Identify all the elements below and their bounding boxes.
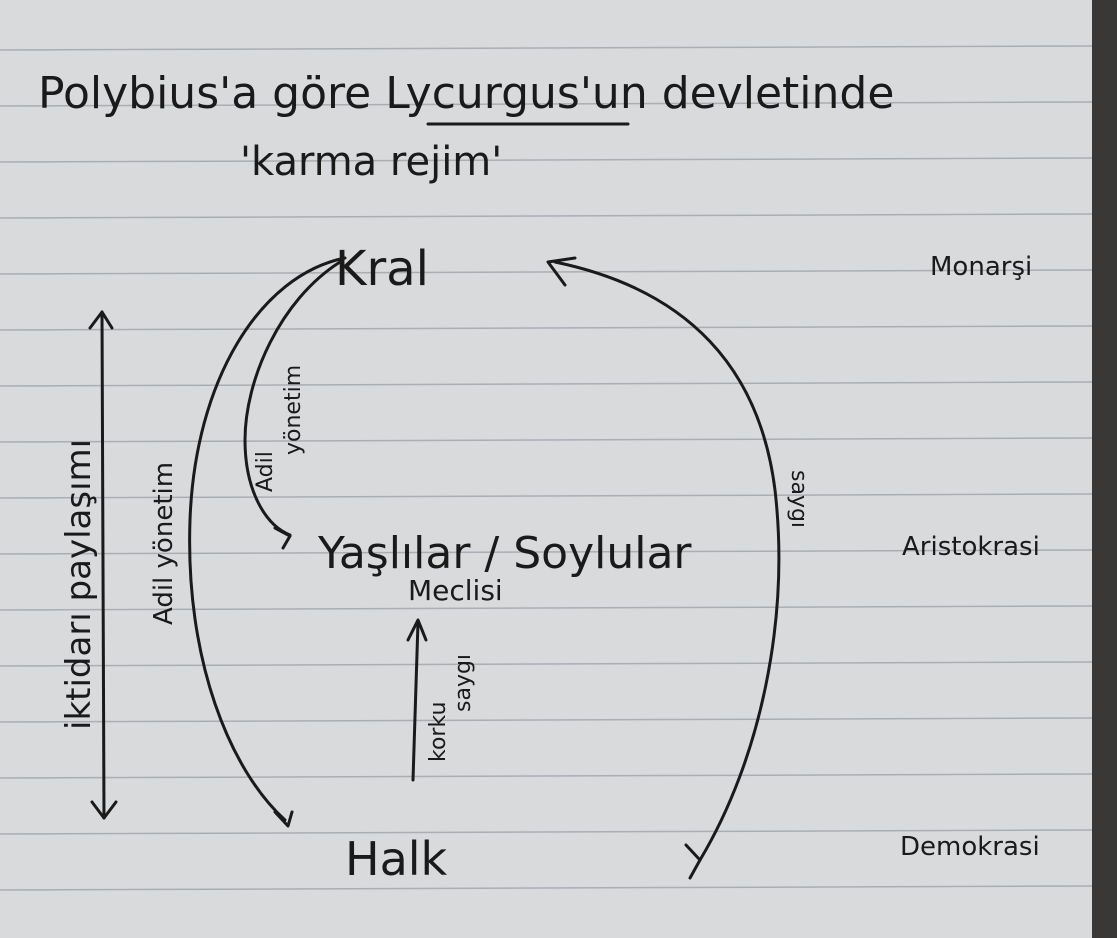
title-line-1: Polybius'a göre Lycurgus'un devletinde: [38, 68, 894, 119]
just-rule-inner-arrow: [243, 260, 342, 550]
node-council: Yaşlılar / Soylular: [317, 528, 692, 579]
node-council-sub: Meclisi: [408, 574, 503, 607]
form-monarchy: Monarşi: [930, 252, 1032, 282]
ruled-line: [0, 549, 1093, 555]
ruled-line: [0, 717, 1093, 723]
node-king: Kral: [335, 241, 429, 297]
power-sharing-arrow: [88, 310, 118, 820]
label-just-rule-inner-1: Adil: [253, 451, 278, 492]
respect-outer-arrow: [546, 256, 781, 880]
ruled-line: [0, 269, 1093, 275]
label-respect-inner: saygı: [451, 654, 476, 712]
form-aristocracy: Aristokrasi: [902, 532, 1040, 562]
ruled-line: [0, 437, 1093, 443]
ruled-line: [0, 381, 1093, 387]
ruled-line: [0, 45, 1093, 51]
label-just-rule-outer: Adil yönetim: [149, 462, 179, 625]
title-line-2: 'karma rejim': [240, 139, 502, 185]
ruled-line: [0, 885, 1093, 891]
ruled-line: [0, 605, 1093, 611]
ruled-line: [0, 325, 1093, 331]
ruled-line: [0, 829, 1093, 835]
just-rule-outer-arrow: [188, 256, 347, 828]
ruled-lines: [0, 45, 1093, 891]
ruled-line: [0, 661, 1093, 667]
fear-respect-arrow: [406, 618, 428, 782]
paper-edge-shadow: [1092, 0, 1117, 938]
label-respect-outer: saygı: [786, 470, 811, 528]
ruled-line: [0, 157, 1093, 163]
label-fear: korku: [426, 702, 451, 762]
node-people: Halk: [345, 832, 448, 886]
ruled-line: [0, 101, 1093, 107]
label-just-rule-inner-2: yönetim: [281, 365, 306, 455]
ruled-line: [0, 773, 1093, 779]
form-democracy: Demokrasi: [900, 832, 1040, 862]
label-power-sharing: iktidarı paylaşımı: [59, 439, 99, 730]
ruled-line: [0, 493, 1093, 499]
ruled-line: [0, 213, 1093, 219]
